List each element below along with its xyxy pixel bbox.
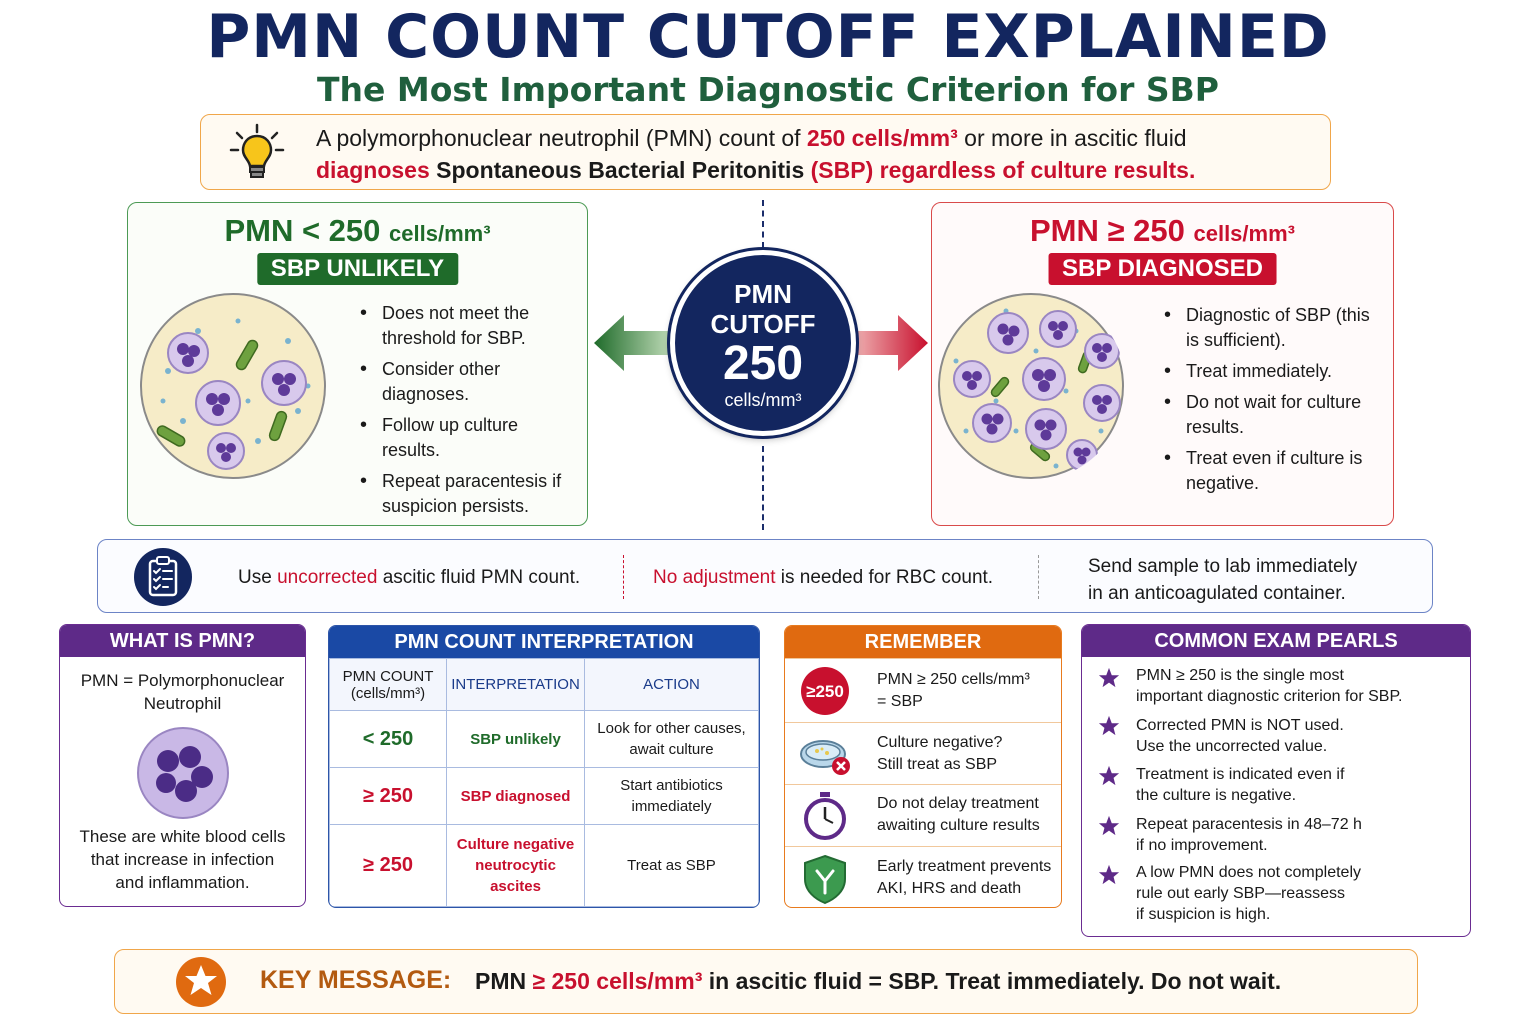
page-subtitle: The Most Important Diagnostic Criterion … [317, 70, 1219, 109]
petri-dish-icon [800, 740, 850, 775]
list-item: Treat even if culture is negative. [1162, 446, 1382, 496]
cutoff-label-2: CUTOFF [710, 309, 816, 339]
microscopy-low-pmn-image [140, 293, 326, 479]
card-title: PMN COUNT INTERPRETATION [329, 626, 759, 658]
star-icon [1098, 765, 1120, 786]
arrow-left-icon [594, 315, 670, 371]
panel-heading: PMN ≥ 250 cells/mm³ [1030, 213, 1295, 248]
cutoff-divider-top [762, 200, 764, 248]
microscopy-high-pmn-image [938, 293, 1124, 479]
remember-text: Culture negative?Still treat as SBP [877, 734, 1003, 773]
clipboard-check-icon [134, 548, 192, 606]
page-title: PMN COUNT CUTOFF EXPLAINED [206, 2, 1330, 72]
list-item: Follow up culture results. [358, 413, 578, 463]
info-uncorrected: Use uncorrected ascitic fluid PMN count. [238, 567, 581, 588]
star-icon [1098, 715, 1120, 736]
table-row: < 250 SBP unlikely Look for other causes… [329, 710, 759, 768]
star-icon [1098, 864, 1120, 885]
cutoff-unit: cells/mm³ [724, 390, 802, 410]
panel-pmn-below-cutoff: PMN < 250 cells/mm³ SBP UNLIKELY Does no… [127, 202, 588, 526]
cutoff-label-1: PMN [734, 279, 792, 309]
star-badge-icon [176, 957, 226, 1007]
shield-icon [804, 854, 846, 905]
status-badge-diagnosed: SBP DIAGNOSED [1048, 253, 1277, 285]
arrow-right-icon [852, 315, 928, 371]
star-icon [1098, 667, 1120, 688]
remember-card: REMEMBER ≥250 PMN ≥ 250 cells/mm³= SBP C… [784, 625, 1062, 908]
list-item: Consider other diagnoses. [358, 357, 578, 407]
sample-handling-bar: Use uncorrected ascitic fluid PMN count.… [97, 539, 1433, 613]
table-cell: < 250 [329, 710, 447, 768]
key-message-label: KEY MESSAGE: [260, 966, 452, 994]
pearl-item: Corrected PMN is NOT used.Use the uncorr… [1136, 717, 1344, 755]
star-icon [1098, 815, 1120, 836]
table-cell: Look for other causes, await culture [584, 710, 759, 768]
left-bullet-list: Does not meet the threshold for SBP. Con… [358, 301, 578, 525]
table-cell: ≥ 250 [329, 767, 447, 825]
key-message-text: PMN ≥ 250 cells/mm³ in ascitic fluid = S… [475, 968, 1282, 994]
list-item: Does not meet the threshold for SBP. [358, 301, 578, 351]
cutoff-divider-bottom [762, 446, 764, 530]
cutoff-value: 250 [722, 337, 804, 390]
pmn-interpretation-card: PMN COUNT INTERPRETATION PMN COUNT (cell… [328, 625, 760, 908]
divider [623, 555, 624, 599]
table-header-row: PMN COUNT (cells/mm³) INTERPRETATION ACT… [329, 658, 759, 711]
table-cell: SBP diagnosed [446, 767, 585, 825]
list-item: ≥250 PMN ≥ 250 cells/mm³= SBP [785, 658, 1061, 722]
table-cell: SBP unlikely [446, 710, 585, 768]
column-header-action: ACTION [584, 658, 759, 711]
list-item: Do not wait for culture results. [1162, 390, 1382, 440]
intro-line-1: A polymorphonuclear neutrophil (PMN) cou… [316, 125, 1187, 151]
lightbulb-icon [229, 123, 285, 178]
table-cell: Start antibiotics immediately [584, 767, 759, 825]
key-message-bar: KEY MESSAGE: PMN ≥ 250 cells/mm³ in asci… [114, 949, 1418, 1014]
info-no-adjustment: No adjustment is needed for RBC count. [653, 567, 994, 588]
list-item: Repeat paracentesis if suspicion persist… [358, 469, 578, 519]
table-row: ≥ 250 SBP diagnosed Start antibiotics im… [329, 767, 759, 825]
threshold-badge-text: ≥250 [806, 682, 844, 701]
list-item: Culture negative?Still treat as SBP [785, 722, 1061, 784]
status-badge-unlikely: SBP UNLIKELY [256, 253, 459, 285]
table-cell: Treat as SBP [584, 824, 759, 907]
card-title: REMEMBER [785, 626, 1061, 658]
table-row: ≥ 250 Culture negative neutrocytic ascit… [329, 824, 759, 907]
panel-heading: PMN < 250 cells/mm³ [224, 213, 491, 248]
neutrophil-icon [137, 727, 229, 819]
remember-text: PMN ≥ 250 cells/mm³= SBP [877, 671, 1030, 710]
right-bullet-list: Diagnostic of SBP (this is sufficient). … [1162, 303, 1382, 502]
stopwatch-icon [804, 792, 846, 840]
table-cell: Culture negative neutrocytic ascites [446, 824, 585, 907]
card-title: COMMON EXAM PEARLS [1082, 625, 1470, 657]
interpretation-table: PMN COUNT (cells/mm³) INTERPRETATION ACT… [329, 658, 759, 907]
threshold-badge-icon: ≥250 [801, 667, 849, 715]
table-cell: ≥ 250 [329, 824, 447, 907]
intro-line-2: diagnoses Spontaneous Bacterial Peritoni… [316, 157, 1196, 183]
divider [1038, 555, 1039, 599]
column-header-interpretation: INTERPRETATION [446, 658, 585, 711]
panel-pmn-above-cutoff: PMN ≥ 250 cells/mm³ SBP DIAGNOSED [931, 202, 1394, 526]
cutoff-badge: PMN CUTOFF 250 cells/mm³ [670, 250, 856, 436]
list-item: Treat immediately. [1162, 359, 1382, 384]
card-title: WHAT IS PMN? [60, 625, 305, 657]
intro-box: A polymorphonuclear neutrophil (PMN) cou… [200, 114, 1331, 190]
exam-pearls-card: COMMON EXAM PEARLS PMN ≥ 250 is the sing… [1081, 624, 1471, 937]
column-header-count: PMN COUNT (cells/mm³) [329, 658, 447, 711]
list-item: Diagnostic of SBP (this is sufficient). [1162, 303, 1382, 353]
